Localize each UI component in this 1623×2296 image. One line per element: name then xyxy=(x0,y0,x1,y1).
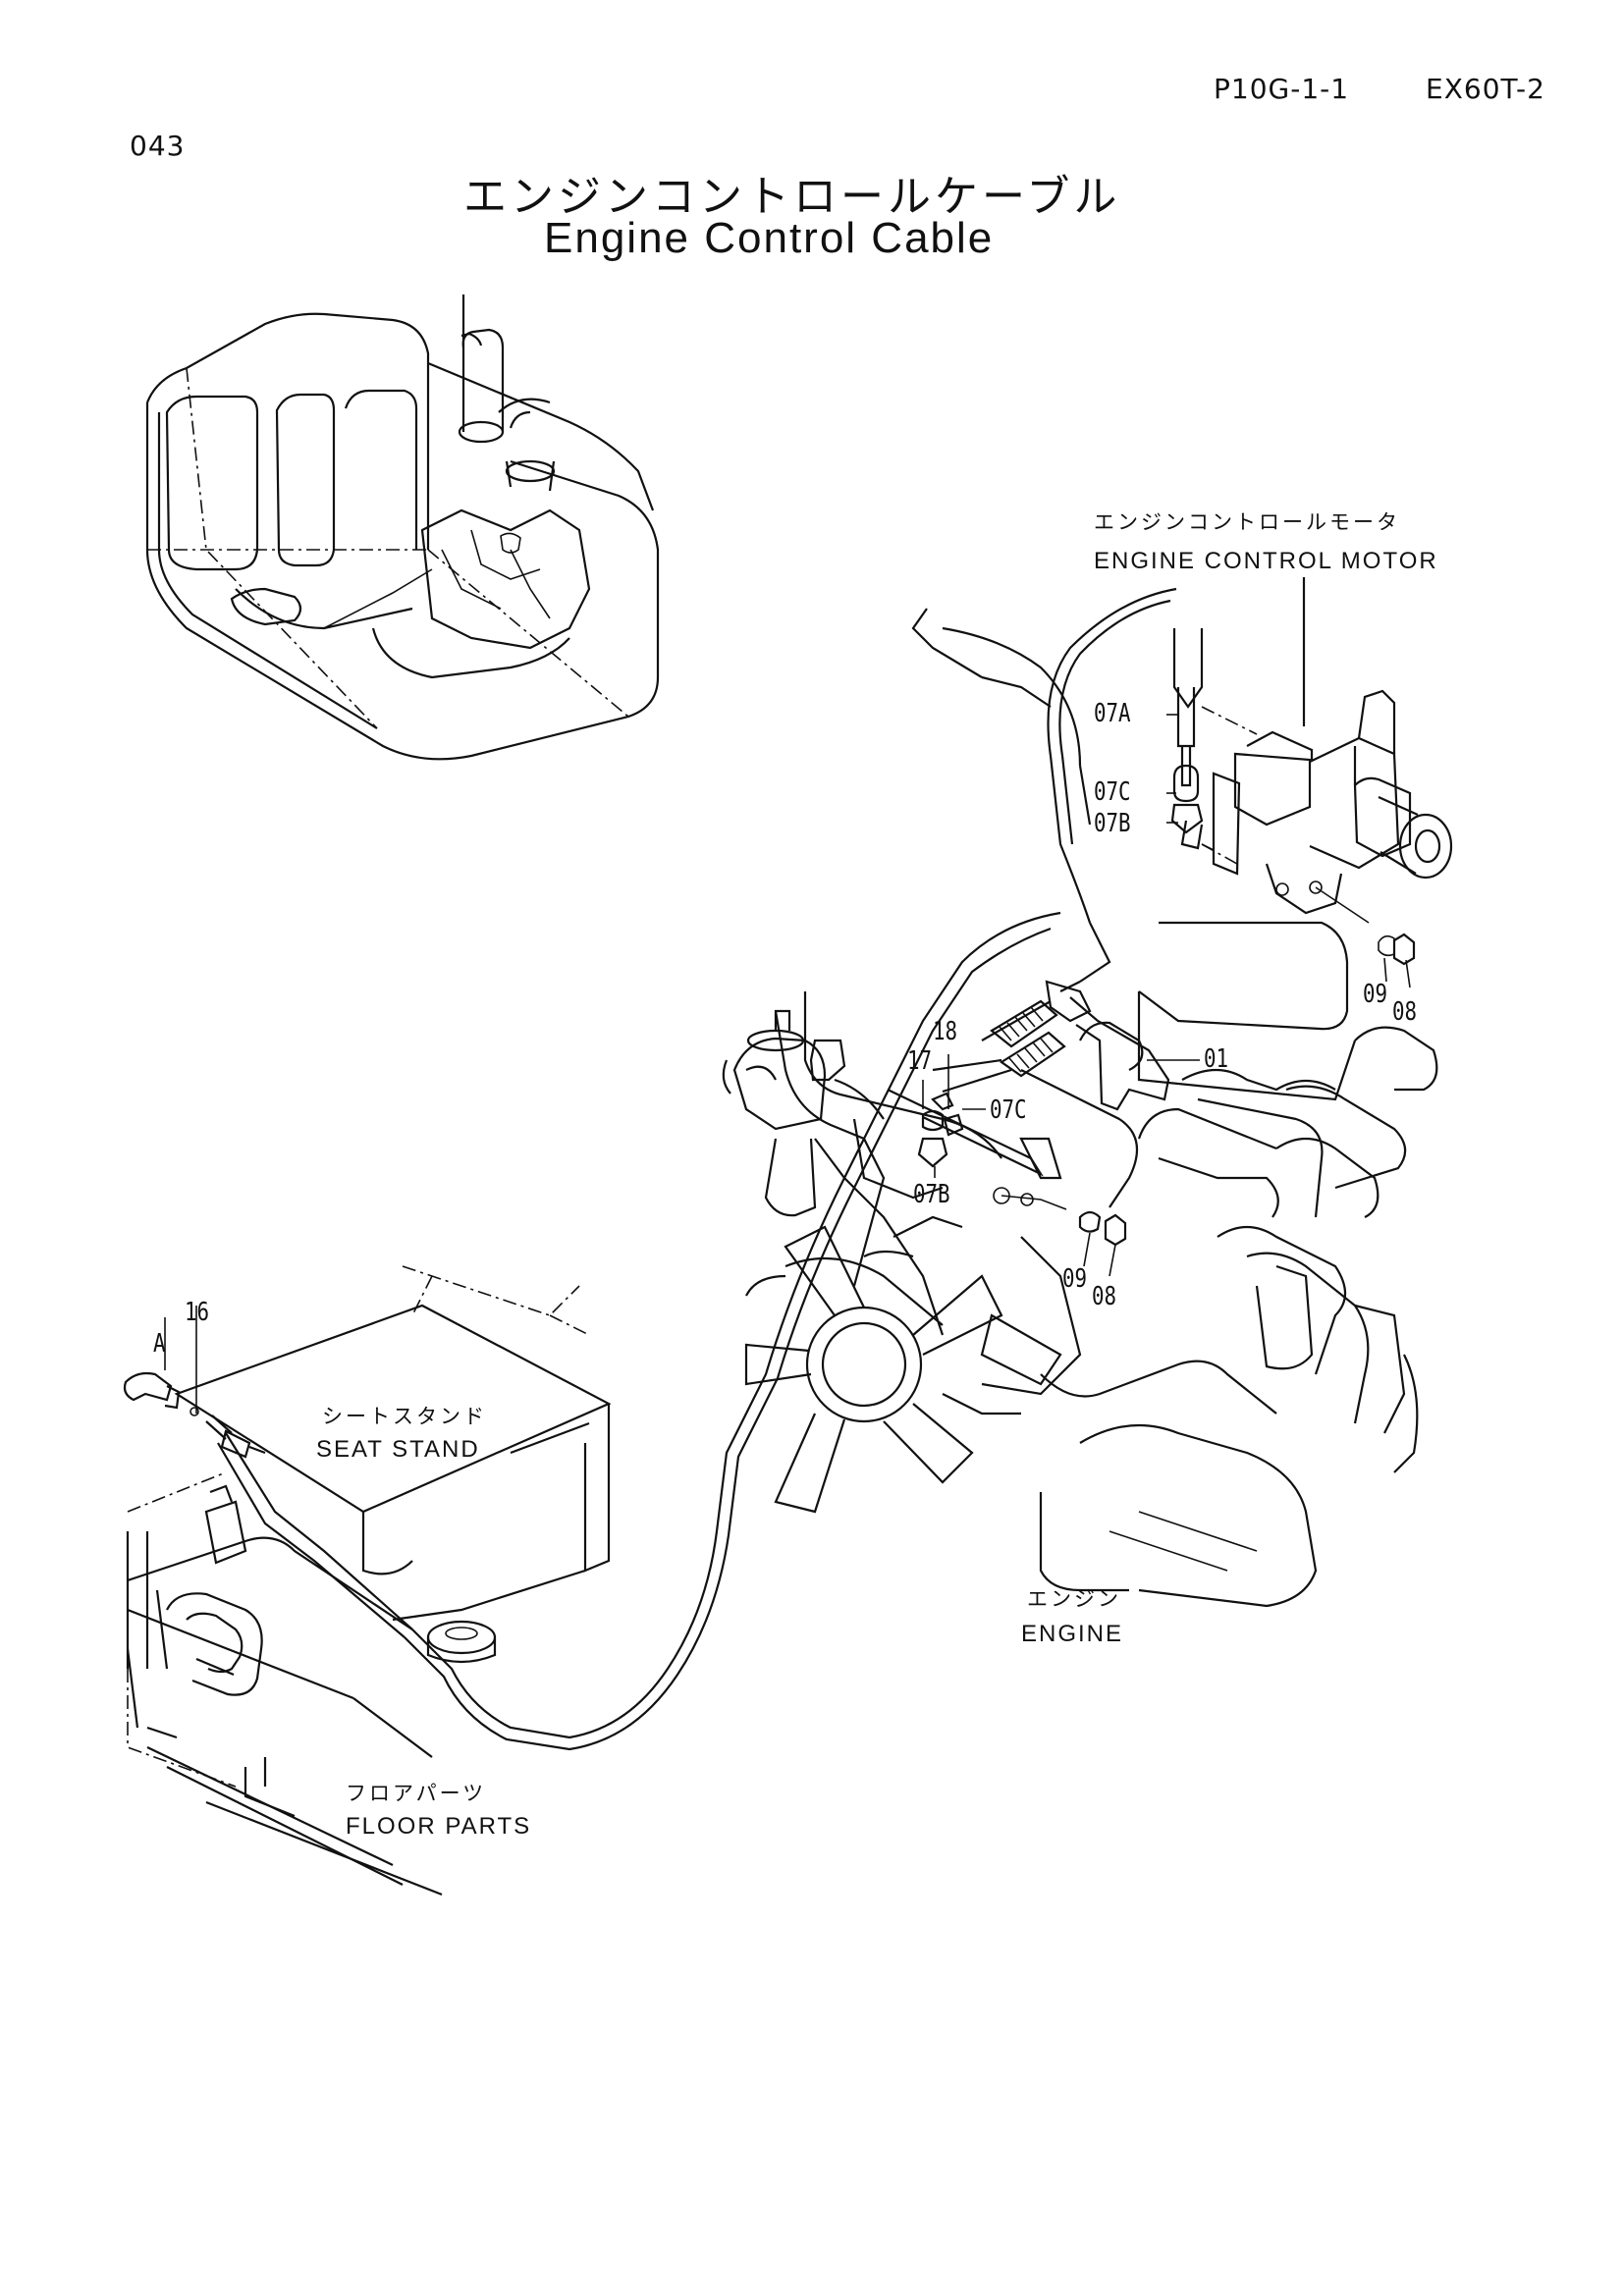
page-code: P10G-1-1 xyxy=(1214,73,1350,105)
callout-07b-motor: 07B xyxy=(1094,809,1131,838)
callout-08-motor: 08 xyxy=(1392,997,1418,1027)
label-seat-stand-jp: シートスタンド xyxy=(322,1405,487,1428)
label-floor-parts-en: FLOOR PARTS xyxy=(346,1813,532,1840)
label-engine-en: ENGINE xyxy=(1021,1621,1124,1647)
page-title-english: Engine Control Cable xyxy=(544,214,995,262)
seat-stand-illustration xyxy=(126,1265,612,1669)
engine-illustration xyxy=(722,921,1438,1608)
callout-leader-lines xyxy=(922,714,1411,1277)
model-code: EX60T-2 xyxy=(1426,73,1545,105)
figure-number: 043 xyxy=(130,130,186,162)
label-engine-control-motor-en: ENGINE CONTROL MOTOR xyxy=(1094,548,1438,574)
label-floor-parts-jp: フロアパーツ xyxy=(346,1782,487,1805)
callout-16: 16 xyxy=(185,1298,210,1327)
engine-control-motor-illustration xyxy=(1212,577,1453,924)
excavator-overview-illustration xyxy=(145,294,660,761)
control-cable xyxy=(217,587,1177,1751)
floor-parts-illustration xyxy=(126,1536,497,1896)
label-engine-jp: エンジン xyxy=(1027,1587,1121,1611)
page-title-japanese: エンジンコントロールケーブル xyxy=(463,172,1121,222)
callout-07c-motor: 07C xyxy=(1094,777,1131,807)
callout-08-engine: 08 xyxy=(1092,1282,1117,1311)
callout-view-a: A xyxy=(153,1329,166,1359)
callout-01: 01 xyxy=(1204,1044,1229,1074)
callout-09-engine: 09 xyxy=(1062,1264,1088,1294)
engine-cable-end-fittings xyxy=(917,999,1127,1247)
callout-18: 18 xyxy=(933,1017,958,1046)
label-engine-control-motor-jp: エンジンコントロールモータ xyxy=(1094,510,1400,534)
label-seat-stand-en: SEAT STAND xyxy=(316,1436,480,1463)
callout-07b-engine: 07B xyxy=(913,1180,950,1209)
motor-cable-end-fittings xyxy=(1170,628,1416,966)
callout-07c-engine: 07C xyxy=(990,1095,1027,1125)
callout-17: 17 xyxy=(907,1046,933,1076)
callout-07a: 07A xyxy=(1094,699,1131,728)
callout-09-motor: 09 xyxy=(1363,980,1388,1009)
throttle-knob-16 xyxy=(123,1306,266,1565)
